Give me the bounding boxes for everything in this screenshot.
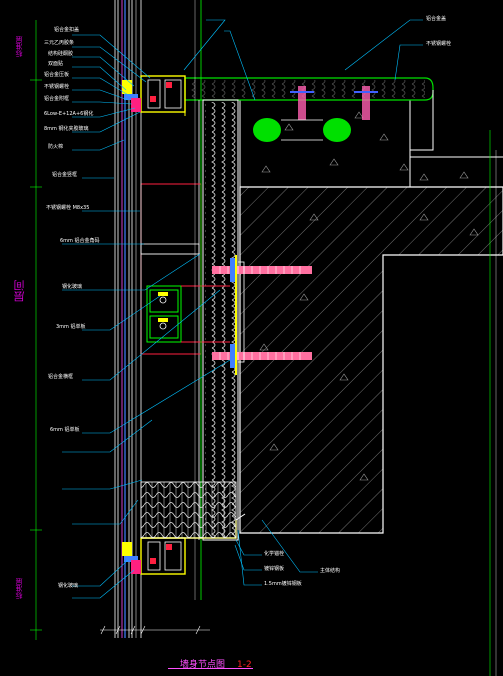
label-fire-wool: 防火棉 xyxy=(48,144,64,150)
side-label-top: 标准层 xyxy=(15,36,23,57)
side-label-middle: 层间 xyxy=(13,280,26,302)
label-mullion: 铝合金竖框 xyxy=(52,172,78,178)
drawing-title: 墙身节点图 1-2 xyxy=(180,657,252,670)
bracket-bolts xyxy=(158,292,168,330)
title-underline xyxy=(168,668,253,669)
label-sub-frame: 铝合金附框 xyxy=(44,96,70,102)
insulation-wall xyxy=(198,99,239,541)
label-al-panel-6mm: 6mm 铝单板 xyxy=(50,427,80,433)
label-cap-cover: 铝合金扣盖 xyxy=(54,27,80,33)
embed-plate xyxy=(237,261,245,363)
concrete-structure xyxy=(239,99,503,676)
label-tempered-glass-1: 钢化玻璃 xyxy=(62,284,83,290)
side-label-bottom: 标准层 xyxy=(15,578,23,599)
leader-lines xyxy=(62,19,423,599)
label-ss-bolt: 不锈钢螺栓 xyxy=(44,84,70,90)
parapet-cap xyxy=(184,77,434,151)
label-tempered-glass-2: 钢化玻璃 xyxy=(58,583,79,589)
cap-bolt-2 xyxy=(354,86,378,120)
cap-bolt-1 xyxy=(290,86,314,120)
label-epdm-strip: 三元乙丙胶条 xyxy=(44,40,75,46)
label-right-bolt: 不锈钢螺栓 xyxy=(426,41,452,47)
label-pressure-plate: 铝合金压板 xyxy=(44,72,70,78)
label-chem-anchor: 化学锚栓 xyxy=(264,551,285,557)
bracket-assembly xyxy=(146,285,230,343)
label-al-panel-3mm: 3mm 铝单板 xyxy=(56,324,86,330)
label-double-tape: 双面贴 xyxy=(48,61,64,67)
pipe-right xyxy=(323,118,351,142)
title-code: 1-2 xyxy=(237,660,252,670)
label-bolt-m8: 不锈钢螺栓 M8x35 xyxy=(46,205,90,211)
pipe-left xyxy=(253,118,281,142)
label-transom: 铝合金横框 xyxy=(48,374,74,380)
fire-wool xyxy=(140,481,237,539)
label-laminated-glass: 8mm 钢化夹胶玻璃 xyxy=(44,126,89,132)
label-lowe-glass: 6Low-E+12A+6钢化 xyxy=(44,111,94,117)
label-al-cap: 铝合金盖 xyxy=(426,16,447,22)
label-main-structure: 主体结构 xyxy=(320,568,341,574)
title-text: 墙身节点图 xyxy=(180,660,226,670)
top-transom-node xyxy=(122,75,186,116)
label-galv-plate-15: 1.5mm镀锌钢板 xyxy=(264,581,302,587)
label-structural-silicone: 结构硅酮胶 xyxy=(48,51,74,57)
dimension-lines xyxy=(30,20,210,640)
label-galv-plate: 镀锌钢板 xyxy=(264,566,285,572)
label-angle-bracket: 6mm 铝合金角码 xyxy=(60,238,100,244)
